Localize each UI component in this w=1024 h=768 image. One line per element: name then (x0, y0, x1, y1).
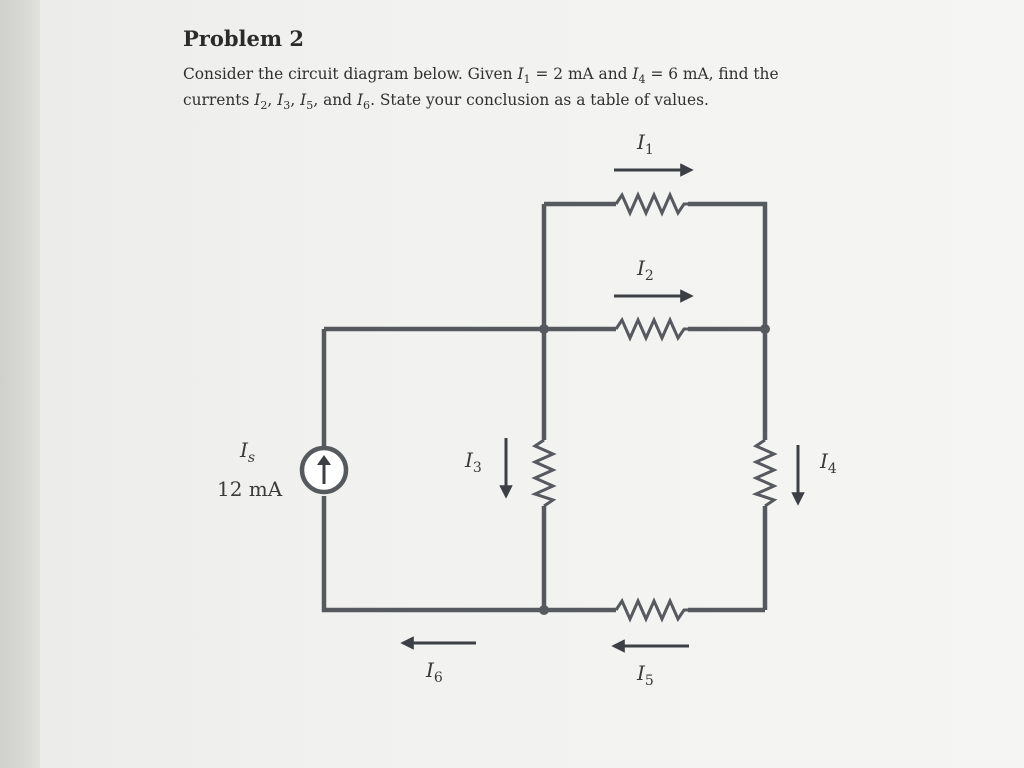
resistor-r3 (530, 438, 557, 508)
label-i4: I4 (819, 449, 837, 477)
math-variable: I6 (356, 91, 371, 112)
wire-top-right (688, 201, 768, 329)
text-run: Consider the circuit diagram below. Give… (183, 65, 518, 83)
wire-left-lower (321, 496, 544, 613)
resistor-r2 (614, 316, 688, 342)
problem-statement: Consider the circuit diagram below. Give… (183, 62, 903, 114)
label-i6: I6 (425, 658, 443, 686)
label-is: Is (239, 438, 255, 466)
node-mid-top (539, 324, 549, 334)
node-mid-bottom (539, 605, 549, 615)
text-run: , (267, 91, 278, 109)
document-page (40, 0, 1024, 768)
math-variable: I3 (277, 91, 291, 112)
label-is-value: 12 mA (217, 477, 283, 501)
text-run: , (290, 91, 301, 109)
circuit-resistors (530, 191, 778, 623)
circuit-nodes (539, 324, 770, 615)
math-variable: I4 (632, 65, 646, 86)
math-variable: I5 (300, 91, 314, 112)
text-run: = 6 mA, find the (645, 65, 779, 83)
circuit-wires (321, 201, 768, 613)
text-run: currents (183, 91, 255, 109)
node-right-top (760, 324, 770, 334)
problem-heading: Problem 2 (183, 26, 305, 51)
resistor-r1 (614, 191, 688, 217)
resistor-r5 (614, 597, 688, 623)
current-source (299, 445, 349, 495)
label-i1: I1 (636, 130, 654, 158)
circuit-labels: Is 12 mA I1 I2 I3 I4 I5 I6 (217, 130, 837, 689)
label-i5: I5 (636, 661, 654, 689)
text-run: , and (313, 91, 357, 109)
label-i3: I3 (464, 448, 482, 476)
current-source-arrowhead (317, 455, 331, 465)
text-run: = 2 mA and (530, 65, 633, 83)
math-variable: I1 (517, 65, 531, 86)
problem-line-1: Consider the circuit diagram below. Give… (183, 62, 903, 88)
math-variable: I2 (254, 91, 268, 112)
text-run: . State your conclusion as a table of va… (370, 91, 709, 109)
label-i2: I2 (636, 256, 654, 284)
problem-line-2: currents I2, I3, I5, and I6. State your … (183, 88, 903, 114)
resistor-r4 (751, 438, 778, 508)
current-arrows (400, 163, 805, 653)
